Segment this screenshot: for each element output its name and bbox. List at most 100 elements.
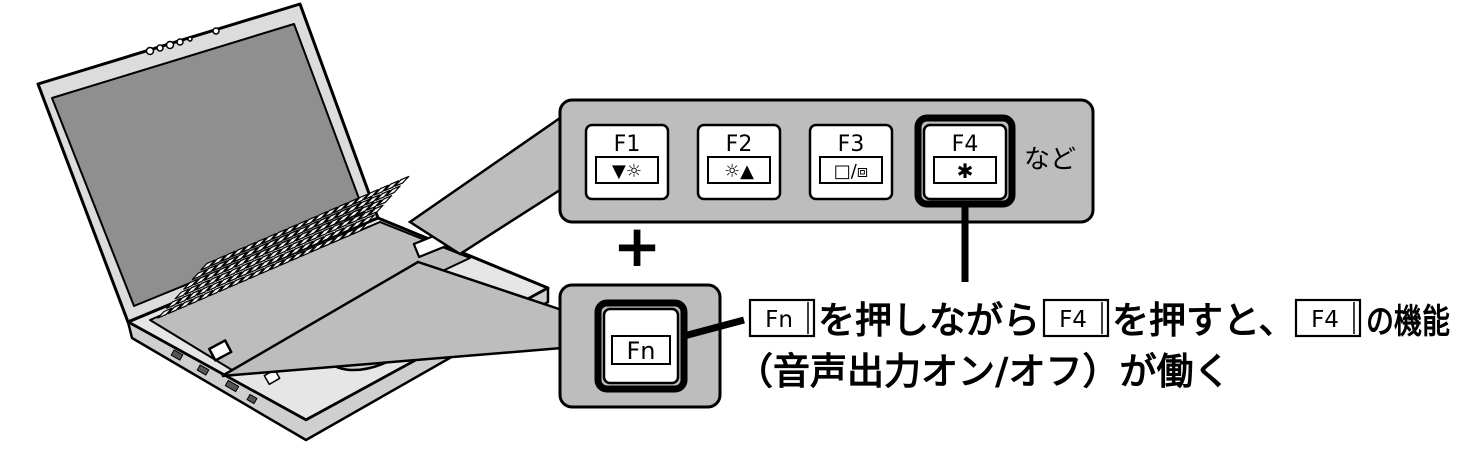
- laptop-key: [297, 235, 313, 247]
- laptop-key: [235, 261, 251, 273]
- fn-connector-line: [683, 316, 745, 340]
- laptop-key: [341, 228, 357, 240]
- laptop-key: [228, 276, 244, 288]
- laptop-key: [326, 217, 342, 229]
- laptop-key: [348, 213, 364, 225]
- laptop-key: [279, 254, 295, 266]
- laptop-key: [319, 231, 335, 243]
- laptop-key: [232, 251, 248, 263]
- key-f3: F3 □/⧈: [808, 123, 894, 201]
- laptop-key: [253, 242, 269, 254]
- caption-key-chip-f4-a: [1042, 298, 1110, 338]
- caption-key-fn: Fn: [765, 307, 793, 333]
- laptop-key: [174, 288, 190, 300]
- key-f2: F2 ☼▲: [696, 123, 782, 201]
- laptop-key: [241, 241, 257, 253]
- laptop-key: [210, 255, 226, 267]
- key-f1: F1 ▼☼: [584, 123, 670, 201]
- laptop-key: [300, 245, 316, 257]
- laptop-key: [320, 237, 336, 249]
- laptop-key: [304, 220, 320, 232]
- laptop-key: [213, 265, 229, 277]
- laptop-key: [193, 274, 209, 286]
- laptop-key: [285, 234, 301, 246]
- laptop-key: [312, 211, 328, 223]
- key-f3-label: F3: [838, 132, 865, 157]
- laptop-key: [242, 247, 258, 259]
- laptop-key: [183, 278, 199, 290]
- laptop-key: [363, 189, 379, 201]
- laptop-key: [385, 185, 401, 197]
- laptop-key: [227, 271, 243, 283]
- laptop-key: [205, 275, 221, 287]
- caption-key-f4-a: F4: [1059, 307, 1087, 333]
- laptop-key: [292, 219, 308, 231]
- laptop-key: [191, 269, 207, 281]
- laptop-key: [286, 239, 302, 251]
- laptop-key: [176, 293, 192, 305]
- laptop-key: [184, 283, 200, 295]
- etc-label: など: [1024, 145, 1076, 175]
- laptop-key: [249, 267, 265, 279]
- laptop-key: [333, 202, 349, 214]
- laptop-key: [167, 303, 183, 315]
- laptop-key: [295, 230, 311, 242]
- laptop-key: [327, 222, 343, 234]
- brightness-down-icon: ▼☼: [612, 161, 642, 182]
- laptop-key: [346, 208, 362, 220]
- laptop-key: [200, 259, 216, 271]
- laptop-key: [329, 227, 345, 239]
- laptop-key: [254, 247, 270, 259]
- laptop-key: [314, 216, 330, 228]
- laptop-key: [373, 184, 389, 196]
- caption: Fn を押しながら F4 を押すと、 F4 の機能 （音声出力オン/オフ）が働く: [736, 298, 1450, 393]
- laptop-key: [330, 232, 346, 244]
- laptop-key: [334, 207, 350, 219]
- laptop-key: [355, 198, 371, 210]
- laptop-key: [264, 243, 280, 255]
- laptop-key: [225, 266, 241, 278]
- laptop-key: [276, 244, 292, 256]
- caption-text-a: を押しながら: [818, 299, 1040, 342]
- laptop-key: [215, 270, 231, 282]
- key-f4-label: F4: [952, 132, 979, 157]
- laptop-key: [375, 189, 391, 201]
- laptop-key: [273, 233, 289, 245]
- laptop-key: [305, 225, 321, 237]
- plus-sign: +: [613, 212, 662, 280]
- laptop-key: [337, 217, 353, 229]
- brightness-up-icon: ☼▲: [724, 161, 754, 182]
- key-f1-label: F1: [614, 132, 641, 157]
- laptop-key: [244, 252, 260, 264]
- laptop-key: [336, 212, 352, 224]
- laptop-key: [351, 223, 367, 235]
- laptop-key: [290, 250, 306, 262]
- laptop-key: [263, 238, 279, 250]
- laptop-key: [222, 255, 238, 267]
- laptop-key: [220, 250, 236, 262]
- laptop-key: [358, 209, 374, 221]
- key-fn-label: Fn: [626, 337, 655, 365]
- laptop-key: [302, 215, 318, 227]
- laptop-key: [282, 224, 298, 236]
- laptop-key: [353, 193, 369, 205]
- laptop-key: [198, 289, 214, 301]
- laptop-key: [208, 285, 224, 297]
- laptop-key: [239, 272, 255, 284]
- laptop-key: [308, 236, 324, 248]
- laptop-key: [271, 228, 287, 240]
- laptop-key: [269, 259, 285, 271]
- laptop-key: [259, 263, 275, 275]
- laptop-key: [203, 269, 219, 281]
- key-fn: Fn: [594, 299, 688, 393]
- laptop-key: [206, 280, 222, 292]
- caption-text-b: を押すと、: [1112, 299, 1296, 342]
- laptop-key: [339, 223, 355, 235]
- laptop-key: [278, 249, 294, 261]
- laptop-key: [166, 297, 182, 309]
- laptop-key: [315, 221, 331, 233]
- laptop-key: [261, 233, 277, 245]
- laptop-key: [217, 275, 233, 287]
- laptop-key: [288, 245, 304, 257]
